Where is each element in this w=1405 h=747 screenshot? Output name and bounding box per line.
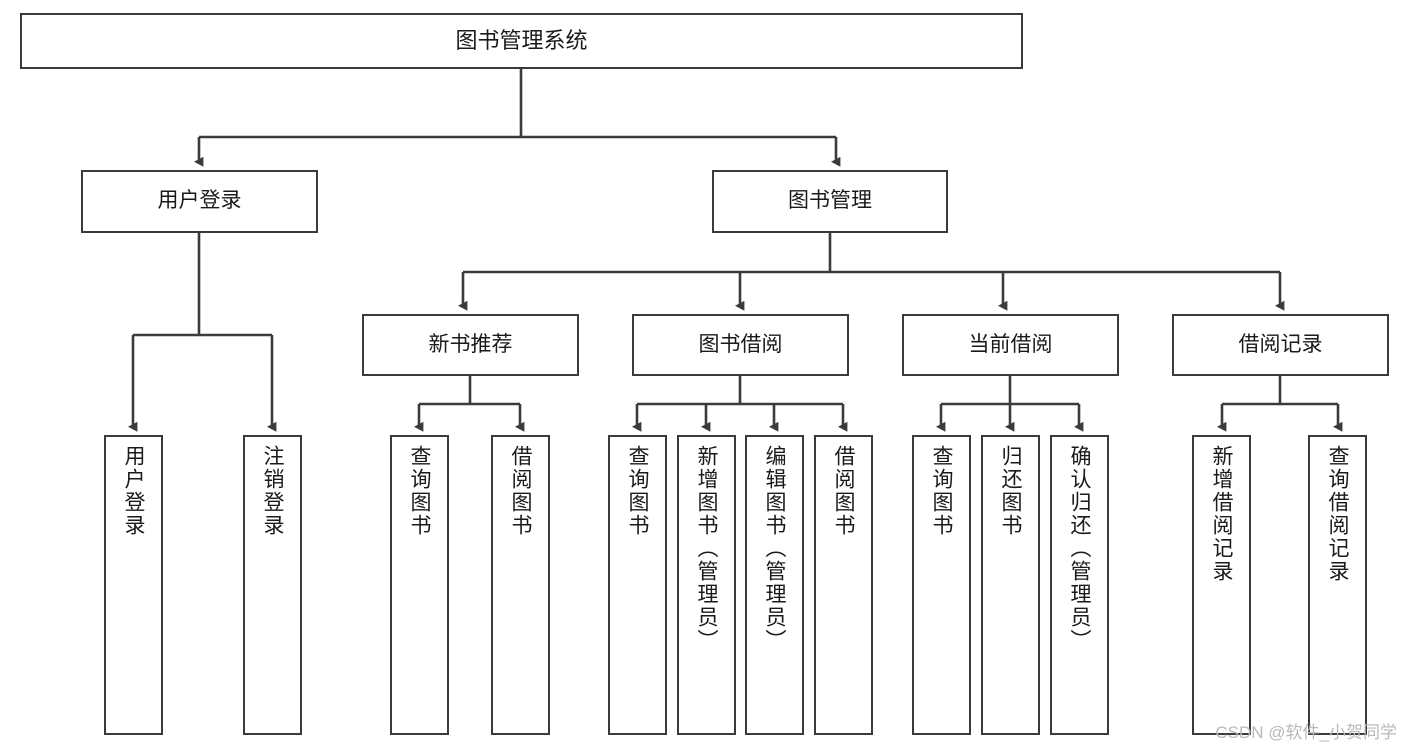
node-label: 图书管理	[788, 189, 872, 213]
node-leaf-user-login[interactable]: 用户登录	[104, 435, 163, 735]
node-label: 确认归还（管理员）	[1068, 445, 1091, 652]
node-borrow-record[interactable]: 借阅记录	[1172, 314, 1389, 376]
node-leaf-query-book-3[interactable]: 查询图书	[912, 435, 971, 735]
node-label: 归还图书	[999, 445, 1022, 537]
node-label: 新增图书（管理员）	[695, 445, 718, 652]
node-leaf-user-logout[interactable]: 注销登录	[243, 435, 302, 735]
node-leaf-borrow-book-2[interactable]: 借阅图书	[814, 435, 873, 735]
node-label: 查询图书	[626, 445, 649, 537]
node-leaf-return-book[interactable]: 归还图书	[981, 435, 1040, 735]
node-label: 注销登录	[261, 445, 284, 537]
node-label: 当前借阅	[968, 332, 1053, 356]
node-label: 借阅图书	[509, 445, 532, 537]
node-leaf-query-record[interactable]: 查询借阅记录	[1308, 435, 1367, 735]
node-root-system[interactable]: 图书管理系统	[20, 13, 1023, 69]
node-label: 用户登录	[157, 189, 242, 213]
node-label: 新书推荐	[428, 332, 513, 356]
csdn-watermark: CSDN @软件_小贺同学	[1215, 723, 1397, 742]
node-new-book-recommend[interactable]: 新书推荐	[362, 314, 579, 376]
node-leaf-add-book[interactable]: 新增图书（管理员）	[677, 435, 736, 735]
node-leaf-confirm-return[interactable]: 确认归还（管理员）	[1050, 435, 1109, 735]
node-label: 新增借阅记录	[1210, 445, 1233, 583]
node-label: 借阅记录	[1238, 332, 1323, 356]
node-label: 图书管理系统	[455, 28, 588, 54]
node-leaf-query-book-2[interactable]: 查询图书	[608, 435, 667, 735]
node-label: 编辑图书（管理员）	[763, 445, 786, 652]
node-label: 查询借阅记录	[1326, 445, 1349, 583]
node-leaf-add-record[interactable]: 新增借阅记录	[1192, 435, 1251, 735]
node-user-login[interactable]: 用户登录	[81, 170, 318, 233]
node-label: 查询图书	[408, 445, 431, 537]
node-leaf-query-book-1[interactable]: 查询图书	[390, 435, 449, 735]
node-book-management[interactable]: 图书管理	[712, 170, 948, 233]
node-current-borrow[interactable]: 当前借阅	[902, 314, 1119, 376]
node-label: 查询图书	[930, 445, 953, 537]
node-label: 图书借阅	[698, 332, 783, 356]
node-leaf-edit-book[interactable]: 编辑图书（管理员）	[745, 435, 804, 735]
node-label: 借阅图书	[832, 445, 855, 537]
node-book-borrow[interactable]: 图书借阅	[632, 314, 849, 376]
node-label: 用户登录	[122, 445, 145, 537]
node-leaf-borrow-book-1[interactable]: 借阅图书	[491, 435, 550, 735]
